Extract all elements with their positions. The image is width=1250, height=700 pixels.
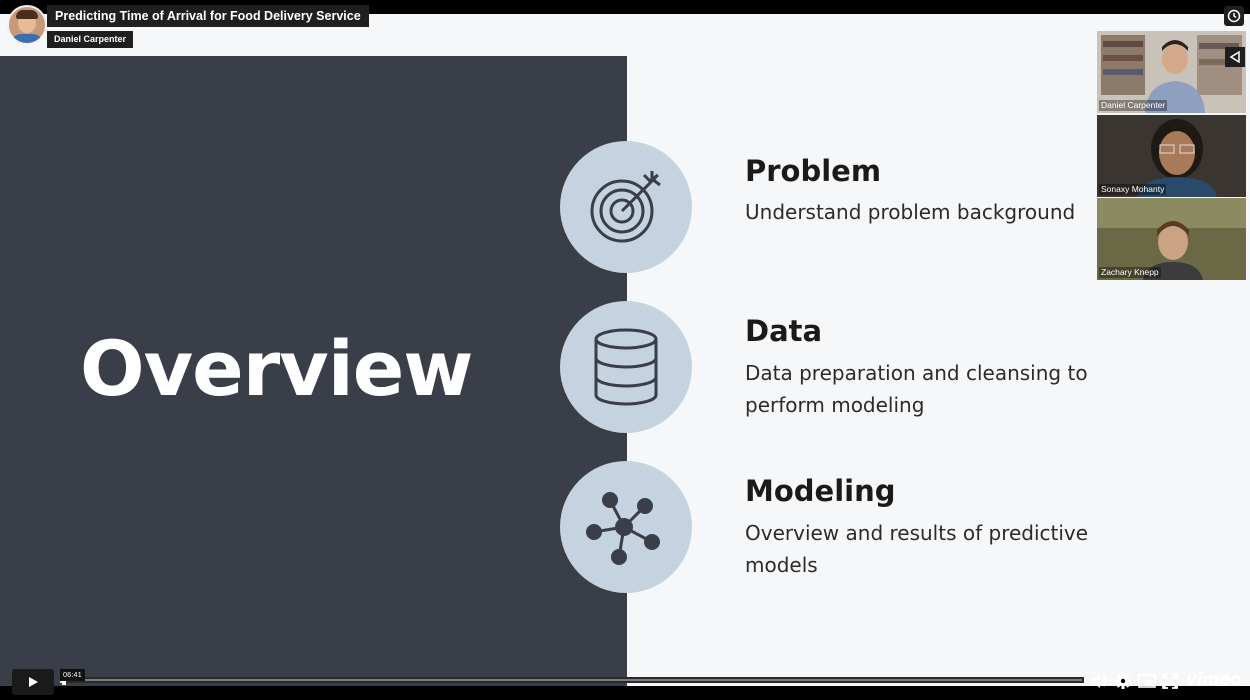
network-icon: [586, 492, 660, 565]
settings-icon: [1115, 673, 1131, 689]
progress-bar[interactable]: 06:41: [60, 669, 1084, 685]
database-icon: [594, 328, 658, 406]
video-stage[interactable]: Overview Problem Understand problem back…: [0, 14, 1250, 686]
target-icon: [590, 171, 661, 243]
item-title-problem: Problem: [745, 154, 882, 188]
time-tooltip: 06:41: [60, 669, 85, 681]
play-icon: [29, 677, 38, 687]
watch-later-icon: [1227, 9, 1241, 23]
participant-video: [1097, 115, 1246, 197]
item-desc-data: Data preparation and cleansing to perfor…: [745, 361, 1088, 417]
pip-button[interactable]: [1136, 670, 1158, 692]
participant-video: [1097, 31, 1246, 113]
play-button[interactable]: [12, 669, 54, 695]
item-title-modeling: Modeling: [745, 474, 896, 508]
database-icon-circle: [560, 301, 692, 433]
progress-track-line: [70, 679, 1082, 681]
slide-title: Overview: [80, 324, 474, 413]
volume-button[interactable]: [1088, 670, 1110, 692]
player-controls: 06:41: [0, 665, 1250, 700]
watch-later-button[interactable]: [1224, 6, 1244, 26]
item-desc-modeling: Overview and results of predictive model…: [745, 521, 1089, 577]
author-byline[interactable]: Daniel Carpenter: [47, 31, 134, 48]
fullscreen-button[interactable]: [1159, 670, 1181, 692]
video-title[interactable]: Predicting Time of Arrival for Food Deli…: [47, 5, 369, 27]
volume-icon: [1091, 674, 1107, 688]
target-icon-circle: [560, 141, 692, 273]
participant-tile[interactable]: Zachary Knepp: [1097, 198, 1246, 280]
item-title-data: Data: [745, 314, 823, 348]
pip-icon: [1138, 674, 1156, 688]
share-button[interactable]: [1225, 47, 1245, 67]
network-icon-circle: [560, 461, 692, 593]
participant-name: Daniel Carpenter: [1099, 100, 1168, 111]
settings-button[interactable]: [1112, 670, 1134, 692]
participant-tile[interactable]: Sonaxy Mohanty: [1097, 115, 1246, 197]
participant-name: Zachary Knepp: [1099, 267, 1161, 278]
participant-name: Sonaxy Mohanty: [1099, 184, 1167, 195]
slide-dark-panel: [0, 56, 627, 686]
item-desc-problem: Understand problem background: [745, 200, 1076, 224]
share-icon: [1229, 51, 1240, 63]
author-avatar[interactable]: [7, 5, 47, 45]
vimeo-logo[interactable]: vimeo: [1186, 670, 1242, 690]
participant-video: [1097, 198, 1246, 280]
participant-tile[interactable]: Daniel Carpenter: [1097, 31, 1246, 113]
fullscreen-icon: [1162, 673, 1178, 689]
